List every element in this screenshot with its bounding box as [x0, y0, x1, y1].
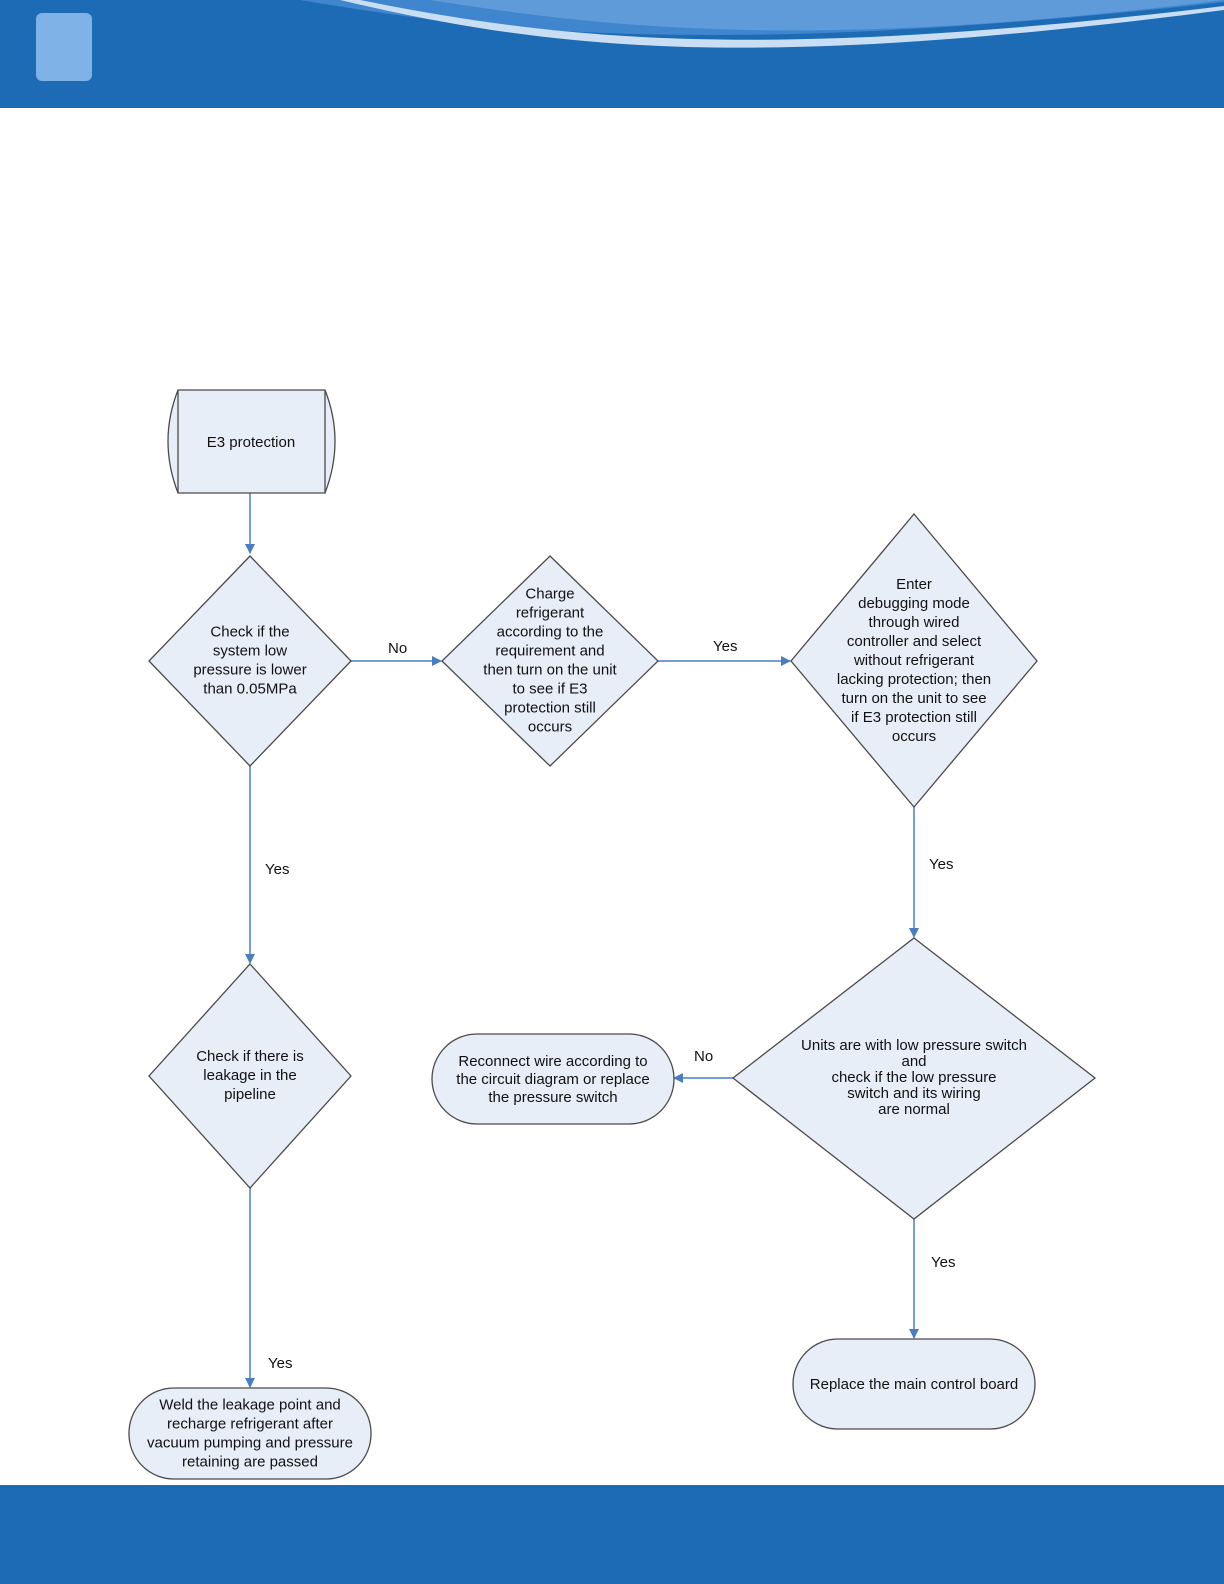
- node-text: Check if the system low pressure is lower t…: [193, 624, 306, 698]
- node-text-line: if E3 protection still: [851, 709, 977, 726]
- node-text-line: system low: [213, 643, 287, 660]
- edge-label-d3-d5: Yes: [929, 856, 953, 873]
- node-text-line: check if the low pressure: [831, 1069, 996, 1086]
- end-replace-board: Replace the main control board: [792, 1338, 1036, 1430]
- node-text-line: pressure is lower: [193, 662, 306, 679]
- node-text: E3 protection: [207, 434, 295, 451]
- node-text-line: refrigerant: [516, 605, 585, 622]
- decision-pipeline-leakage: Check if there is leakage in the pipeline: [148, 963, 352, 1189]
- node-text-line: Charge: [525, 586, 574, 603]
- edge-label-d2-d3: Yes: [713, 638, 737, 655]
- node-text-line: Check if there is: [196, 1048, 304, 1065]
- decision-low-pressure: Check if the system low pressure is lower t…: [148, 555, 352, 767]
- node-text-line: Enter: [896, 576, 932, 593]
- connectors: [245, 493, 919, 1388]
- node-text-line: occurs: [528, 719, 572, 736]
- node-text-line: Units are with low pressure switch: [801, 1037, 1027, 1054]
- node-text-line: to see if E3: [512, 681, 587, 698]
- end-weld-leakage: Weld the leakage point and recharge refri…: [128, 1387, 372, 1480]
- node-text: Replace the main control board: [810, 1376, 1018, 1393]
- node-text-line: the pressure switch: [488, 1089, 617, 1106]
- node-text-line: turn on the unit to see: [841, 690, 986, 707]
- edge-label-d1-d4: Yes: [265, 861, 289, 878]
- edge-label-d5-reconnect: No: [694, 1048, 713, 1065]
- edge-label-d5-replace: Yes: [931, 1254, 955, 1271]
- node-text-line: recharge refrigerant after: [167, 1416, 333, 1433]
- node-text-line: according to the: [497, 624, 604, 641]
- decision-debugging-mode: Enter debugging mode through wired controll…: [790, 512, 1038, 809]
- node-text: Enter debugging mode through wired controll…: [837, 576, 991, 745]
- node-text-line: the circuit diagram or replace: [456, 1071, 649, 1088]
- footer-band: [0, 1485, 1224, 1584]
- node-text-line: leakage in the: [203, 1067, 296, 1084]
- node-text-line: switch and its wiring: [847, 1085, 980, 1102]
- node-text-line: protection still: [504, 700, 596, 717]
- header-wave: [300, 0, 1224, 48]
- node-text-line: E3 protection: [207, 434, 295, 451]
- node-text-line: pipeline: [224, 1086, 276, 1103]
- node-text-line: without refrigerant: [853, 652, 975, 669]
- node-text: Charge refrigerant according to the require…: [483, 586, 617, 736]
- node-text-line: are normal: [878, 1101, 950, 1118]
- node-text-line: requirement and: [495, 643, 604, 660]
- node-text-line: occurs: [892, 728, 936, 745]
- node-text-line: and: [901, 1053, 926, 1070]
- node-text: Weld the leakage point and recharge refri…: [147, 1397, 353, 1471]
- node-text-line: then turn on the unit: [483, 662, 617, 679]
- node-text-line: through wired: [869, 614, 960, 631]
- header-tab-square: [36, 13, 92, 81]
- header-band: [0, 0, 1224, 108]
- node-text-line: Reconnect wire according to: [458, 1053, 647, 1070]
- decision-charge-refrigerant: Charge refrigerant according to the require…: [441, 555, 659, 767]
- node-text-line: Weld the leakage point and: [159, 1397, 341, 1414]
- start-node: E3 protection: [167, 389, 336, 494]
- node-text-line: Replace the main control board: [810, 1376, 1018, 1393]
- node-text-line: controller and select: [847, 633, 982, 650]
- edge-label-d4-weld: Yes: [268, 1355, 292, 1372]
- node-text-line: than 0.05MPa: [203, 681, 297, 698]
- node-text-line: lacking protection; then: [837, 671, 991, 688]
- node-text-line: Check if the: [210, 624, 289, 641]
- node-text-line: debugging mode: [858, 595, 970, 612]
- node-text: Check if there is leakage in the pipeline: [196, 1048, 304, 1103]
- node-text-line: vacuum pumping and pressure: [147, 1435, 353, 1452]
- node-text-line: retaining are passed: [182, 1454, 318, 1471]
- edge-label-d1-d2: No: [388, 640, 407, 657]
